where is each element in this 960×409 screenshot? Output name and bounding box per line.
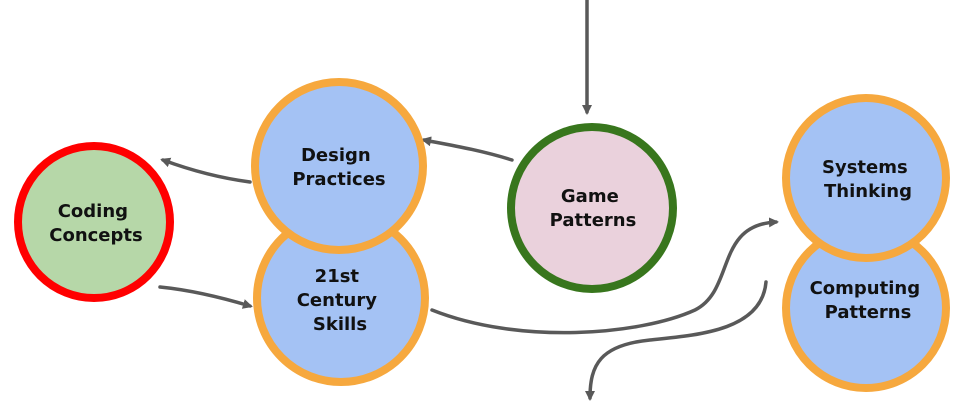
node-computing-patterns: Computing Patterns: [782, 224, 950, 392]
node-systems-thinking: Systems Thinking: [782, 94, 950, 262]
svg-text:Game Patterns: Game Patterns: [550, 186, 637, 231]
svg-text:Systems Thinking: Systems Thinking: [822, 157, 914, 202]
design-practices-line2: Practices: [292, 169, 385, 190]
systems-thinking-line1: Systems: [822, 157, 908, 178]
systems-thinking-line2: Thinking: [824, 181, 912, 202]
century-skills-line2: Century: [297, 290, 378, 311]
svg-text:21st Century Skill: 21st Century Skills: [297, 266, 384, 335]
node-coding-concepts: Coding Concepts: [14, 142, 174, 302]
coding-concepts-line2: Concepts: [49, 225, 142, 246]
arrow-skills-to-systems: [430, 217, 779, 335]
computing-patterns-line1: Computing: [810, 278, 921, 299]
design-practices-line1: Design: [301, 145, 371, 166]
node-coding-concepts-circle: [14, 142, 174, 302]
century-skills-line1: 21st: [315, 266, 360, 287]
node-design-practices: Design Practices: [251, 78, 427, 254]
svg-text:Computing Patterns: Computing Patterns: [810, 278, 927, 323]
arrow-coding-to-skills: [158, 285, 253, 309]
arrow-design-to-coding: [160, 157, 252, 184]
node-design-practices-circle: [251, 78, 427, 254]
arrow-computing-to-bottom: [585, 280, 768, 401]
node-21st-century-skills: 21st Century Skills: [253, 210, 429, 386]
computing-patterns-line2: Patterns: [825, 302, 912, 323]
coding-concepts-line1: Coding: [58, 201, 128, 222]
svg-text:Design Practices: Design Practices: [292, 145, 385, 190]
node-game-patterns: Game Patterns: [507, 123, 677, 293]
century-skills-line3: Skills: [313, 314, 367, 335]
connectors: [158, 0, 779, 401]
arrow-game-to-design: [421, 136, 514, 162]
svg-text:Coding Concepts: Coding Concepts: [49, 201, 142, 246]
game-patterns-line2: Patterns: [550, 210, 637, 231]
node-systems-thinking-circle: [782, 94, 950, 262]
node-game-patterns-circle: [507, 123, 677, 293]
game-patterns-line1: Game: [561, 186, 619, 207]
